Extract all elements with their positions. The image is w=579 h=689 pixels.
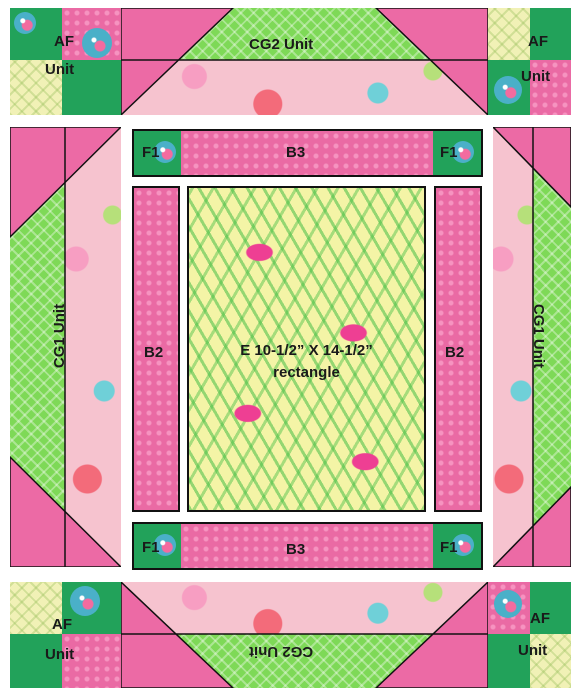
af-unit-top-right: AF Unit: [488, 8, 571, 115]
b2-label-right: B2: [445, 344, 464, 362]
af-unit-bottom-left: AF Unit: [10, 582, 121, 688]
af-label-line2: Unit: [521, 68, 550, 86]
af-label-line2: Unit: [45, 61, 74, 79]
cg1-label-left: CG1 Unit: [51, 276, 69, 396]
f1-label: F1: [142, 539, 160, 557]
f1-label: F1: [440, 539, 458, 557]
b3-label-top: B3: [286, 144, 305, 162]
b2-strip-left: B2: [132, 186, 180, 512]
af-label-line2: Unit: [45, 646, 74, 664]
af-label-line1: AF: [52, 616, 72, 634]
b3-label-bottom: B3: [286, 541, 305, 559]
cg1-unit-left: CG1 Unit: [10, 127, 121, 567]
af-unit-bottom-right: AF Unit: [488, 582, 571, 688]
b2-label-left: B2: [144, 344, 163, 362]
cg2-label-bottom: CG2 Unit: [249, 642, 313, 660]
f1-label: F1: [142, 144, 160, 162]
cg2-label-top: CG2 Unit: [249, 36, 313, 54]
af-label-line2: Unit: [518, 642, 547, 660]
af-label-line1: AF: [54, 33, 74, 51]
af-label-line1: AF: [530, 610, 550, 628]
center-rectangle-e: E 10-1/2” X 14-1/2” rectangle: [187, 186, 426, 512]
cg1-label-right: CG1 Unit: [529, 276, 547, 396]
b3-strip-top: F1 B3 F1: [132, 129, 483, 177]
f1-label: F1: [440, 144, 458, 162]
center-label-line1: E 10-1/2” X 14-1/2”: [199, 342, 414, 360]
cg1-unit-right: CG1 Unit: [493, 127, 571, 567]
cg2-unit-bottom: CG2 Unit: [121, 582, 488, 688]
cg2-unit-top: CG2 Unit: [121, 8, 488, 115]
af-unit-top-left: AF Unit: [10, 8, 121, 115]
center-label-line2: rectangle: [199, 364, 414, 382]
b2-strip-right: B2: [434, 186, 482, 512]
b3-strip-bottom: F1 B3 F1: [132, 522, 483, 570]
cg2-triangles-bottom: [121, 582, 488, 688]
af-label-line1: AF: [528, 33, 548, 51]
cg2-triangles-top: [121, 8, 488, 115]
